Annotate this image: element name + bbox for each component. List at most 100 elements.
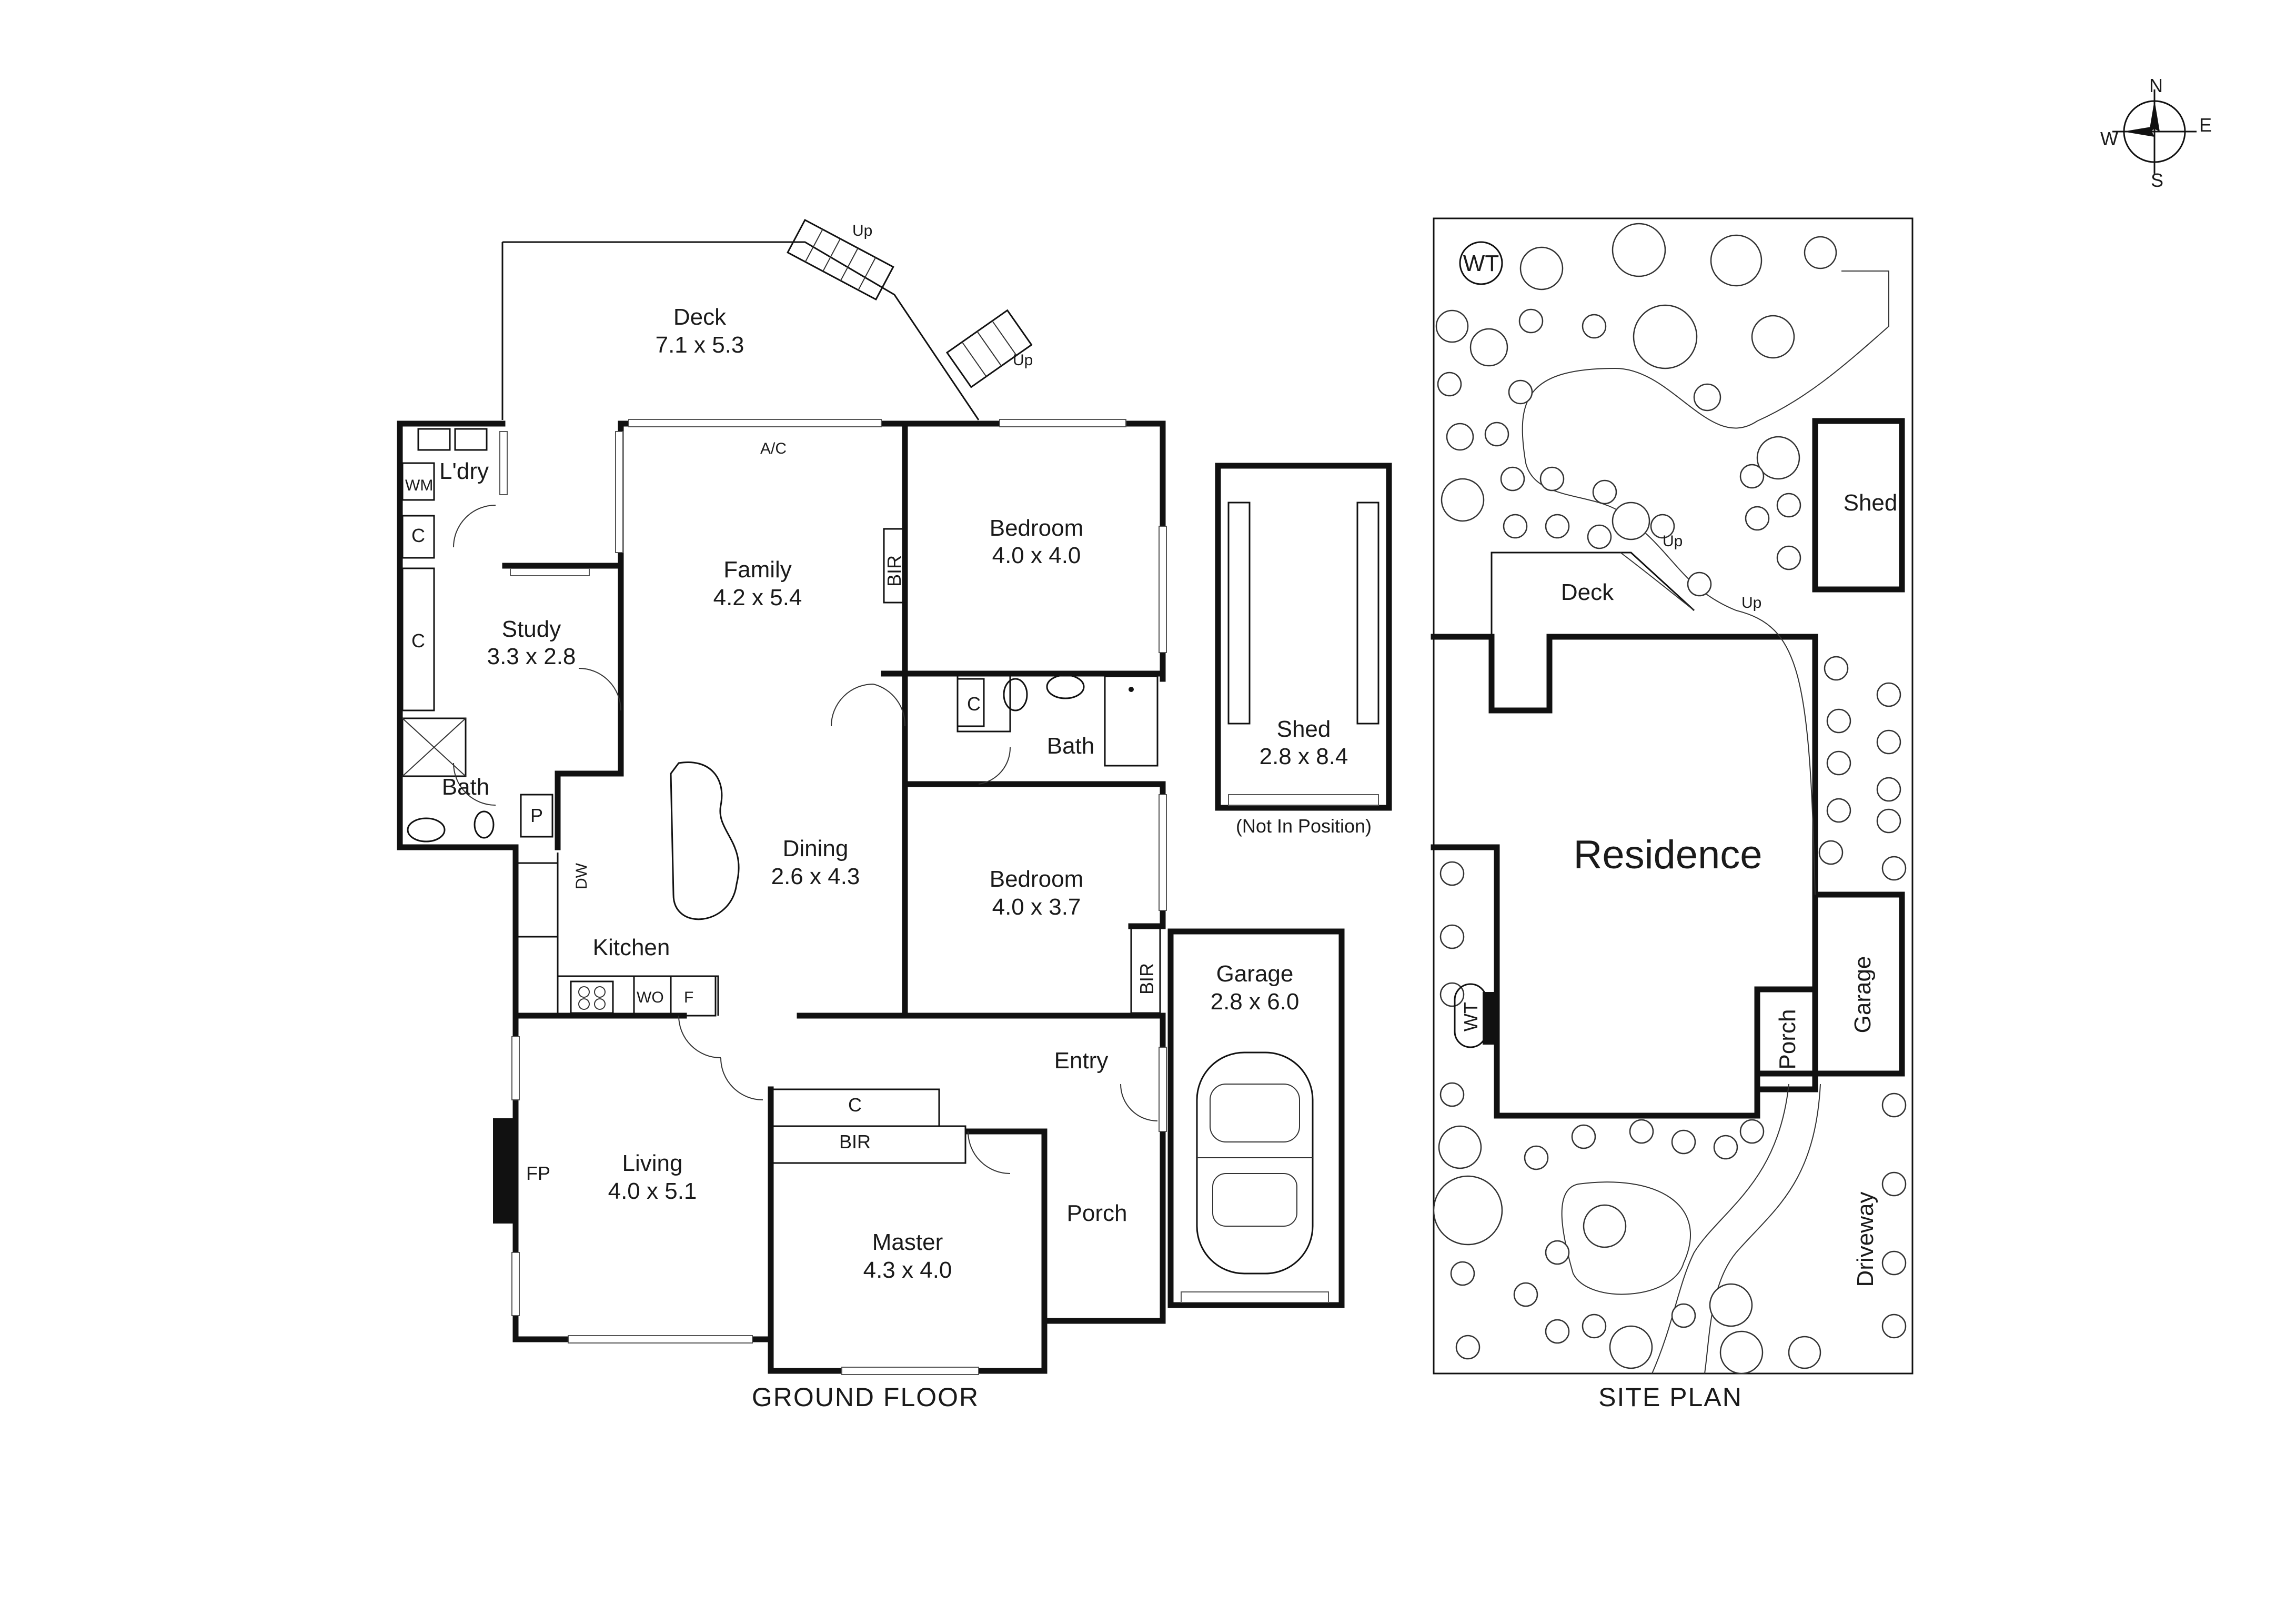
bedroom2-size: 4.0 x 3.7 [992, 894, 1081, 920]
master-size: 4.3 x 4.0 [863, 1257, 952, 1283]
bath2-label: Bath [1047, 733, 1095, 759]
outer-wall-west [397, 420, 1048, 1374]
site-deck-outline [1491, 552, 1695, 637]
cupboard-label-4: C [848, 1094, 862, 1116]
cupboard-label-2: C [411, 630, 425, 651]
deck-up-label-2: Up [1013, 352, 1033, 369]
fireplace-icon [493, 1118, 514, 1224]
sink-icon [515, 862, 559, 938]
north-wall [618, 420, 1166, 682]
residence-outline [1431, 634, 1818, 1119]
site-porch-label: Porch [1775, 1009, 1800, 1070]
deck-up-label-1: Up [852, 222, 872, 239]
water-tank-icon-2 [1454, 983, 1487, 1048]
garage-name: Garage [1216, 961, 1294, 987]
dining-size: 2.6 x 4.3 [771, 864, 860, 889]
site-garage-label: Garage [1850, 956, 1876, 1034]
family-window [628, 419, 882, 427]
pantry-label: P [530, 805, 543, 826]
bedroom1-size: 4.0 x 4.0 [992, 543, 1081, 568]
bir-label-3: BIR [839, 1131, 871, 1152]
car-icon [1196, 1051, 1314, 1275]
site-trees [1433, 223, 1907, 1375]
site-up-label-2: Up [1741, 594, 1761, 611]
shed-walls [1215, 463, 1392, 811]
site-garage [1812, 891, 1905, 1077]
entry-label: Entry [1054, 1048, 1109, 1074]
bir-master [770, 1125, 966, 1164]
shed-floor-name: Shed [1277, 716, 1331, 742]
pantry-box [520, 794, 553, 838]
deck-stairs-right [945, 309, 1033, 388]
deck-outline [501, 241, 980, 420]
bir-label-2: BIR [1136, 963, 1157, 995]
driveway-label: Driveway [1852, 1192, 1878, 1287]
master-name: Master [872, 1229, 943, 1255]
site-fireplace [1483, 992, 1494, 1045]
site-plan-caption: SITE PLAN [1598, 1382, 1743, 1412]
master-window [841, 1367, 979, 1375]
cooktop-icon [570, 980, 614, 1014]
shower-icon [401, 717, 467, 777]
family-name: Family [723, 557, 792, 583]
garage-door [1181, 1291, 1329, 1303]
kitchen-label: Kitchen [593, 935, 670, 960]
site-boundary [1433, 217, 1914, 1375]
site-deck-label: Deck [1561, 579, 1614, 605]
kitchen-bench [557, 975, 717, 1017]
bir-bedroom1 [883, 528, 906, 604]
bedroom1-east-window [1159, 526, 1167, 653]
dw-label: DW [573, 863, 590, 889]
living-window [568, 1335, 753, 1344]
site-shed [1812, 418, 1905, 593]
garage-size: 2.8 x 6.0 [1211, 989, 1300, 1015]
water-tank-icon [1459, 241, 1503, 285]
fp-label: FP [526, 1162, 550, 1184]
bathtub-icon [1104, 675, 1159, 767]
porch-label: Porch [1067, 1200, 1127, 1226]
bir-label-1: BIR [883, 555, 905, 587]
family-size: 4.2 x 5.4 [713, 585, 802, 610]
shed-note: (Not In Position) [1236, 815, 1372, 837]
site-up-label-1: Up [1663, 533, 1683, 550]
cupboard-c2 [956, 678, 985, 727]
cupboard-label-1: C [411, 525, 425, 546]
ground-floor-caption: GROUND FLOOR [752, 1382, 979, 1412]
site-wt-label-1: WT [1463, 250, 1499, 276]
laundry-label: L'dry [439, 458, 489, 484]
toilet2-icon [1003, 678, 1028, 711]
bath1-label: Bath [442, 774, 490, 800]
compass-s: S [2151, 169, 2163, 191]
compass-e: E [2199, 114, 2212, 136]
site-shed-label: Shed [1844, 490, 1898, 516]
bedroom1-name: Bedroom [990, 515, 1084, 541]
deck-stairs-top [787, 218, 894, 301]
dining-name: Dining [783, 836, 849, 861]
compass-n: N [2149, 75, 2163, 96]
bedroom2-name: Bedroom [990, 866, 1084, 892]
study-name: Study [502, 616, 561, 642]
bir-bedroom2 [1130, 925, 1161, 1014]
compass-rose-icon: N E S W [2100, 75, 2212, 191]
living-name: Living [622, 1150, 683, 1176]
deck-size: 7.1 x 5.3 [656, 332, 744, 358]
wm-label: WM [405, 477, 433, 494]
residence-label: Residence [1573, 833, 1762, 877]
wo-label: WO [637, 989, 664, 1006]
washing-machine-icon [401, 462, 435, 501]
site-wt-label-2: WT [1460, 1002, 1482, 1031]
bedroom2-window [1159, 794, 1167, 911]
basin2-icon [1046, 674, 1085, 699]
kitchen-island [670, 761, 740, 920]
compass-w: W [2100, 128, 2118, 149]
fridge-label: F [684, 989, 693, 1006]
study-size: 3.3 x 2.8 [487, 644, 576, 669]
laundry-tub-icon [417, 428, 451, 451]
ground-floor-plan: Up Up [397, 218, 1392, 1412]
basin-icon [407, 817, 446, 843]
garage-walls [1167, 928, 1345, 1308]
site-plan: WT WT Up Up Shed Deck Residence Garage P… [1431, 217, 1914, 1412]
toilet-icon [474, 810, 495, 839]
bedroom1-window [999, 419, 1126, 427]
